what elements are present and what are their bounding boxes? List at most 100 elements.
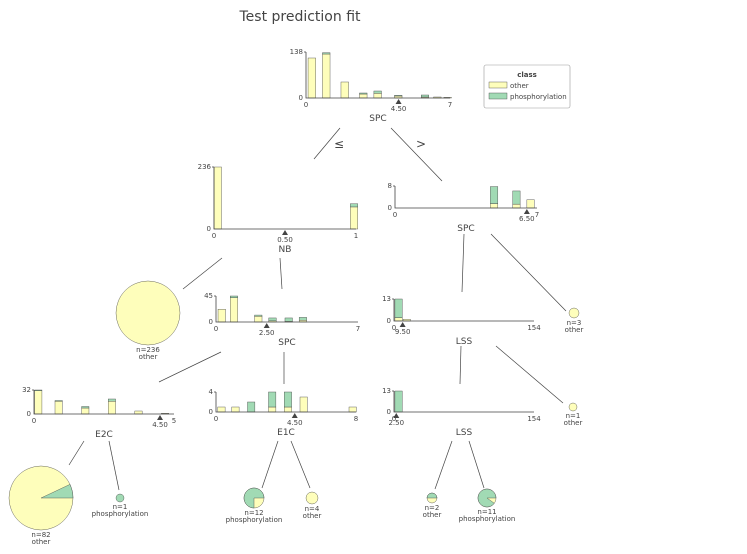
bar-other — [54, 401, 63, 415]
bar-other — [107, 401, 116, 415]
leaf-class-label: phosphorylation — [459, 515, 516, 523]
histogram-bars — [34, 389, 169, 415]
pie-slice-other — [115, 280, 181, 346]
legend: class other phosphorylation — [483, 64, 571, 109]
bar-phosphorylation — [350, 203, 358, 208]
leaf-pie — [8, 465, 74, 531]
feature-label: SPC — [278, 338, 295, 348]
edge-spcr-right — [490, 233, 567, 312]
leaf-pie — [568, 307, 580, 319]
y-tick-label-max: 13 — [382, 387, 391, 395]
leaf-pie — [115, 280, 181, 346]
bar-phosphorylation — [254, 314, 263, 317]
x-tick-label-min: 0 — [214, 415, 218, 423]
legend-label-phosphorylation: phosphorylation — [510, 93, 567, 101]
bar-other — [217, 309, 226, 323]
bar-other — [340, 81, 349, 99]
edge-lss1-right — [495, 345, 564, 404]
x-tick-label-max: 5 — [172, 417, 176, 425]
histogram-bars — [217, 295, 307, 323]
leaf-pie — [115, 493, 125, 503]
leaf-class-label: other — [564, 419, 583, 427]
bar-other — [359, 93, 368, 99]
split-marker — [399, 322, 406, 327]
pie-slice-phosphorylation — [243, 487, 265, 509]
y-tick-label-min: 0 — [27, 410, 31, 418]
bar-other — [526, 199, 535, 209]
y-tick-label-min: 0 — [209, 318, 213, 326]
bar-other — [350, 206, 358, 230]
y-tick-label-min: 0 — [388, 204, 392, 212]
pie-slice-phosphorylation — [477, 488, 497, 508]
edge-nb-left — [182, 257, 223, 290]
leaf-spc-right-gt: n=3 other — [565, 307, 583, 334]
bar-other — [268, 406, 277, 413]
leaf-count-label: n=11 — [477, 508, 496, 516]
leaf-class-label: other — [303, 512, 322, 520]
split-marker — [291, 413, 298, 418]
x-tick-label-min: 0 — [393, 211, 397, 219]
pie-slice-other — [568, 307, 580, 319]
bar-other — [490, 203, 499, 209]
edge-nb-right — [279, 257, 283, 290]
x-tick-label-min: 0 — [212, 232, 216, 240]
pie-slice-other — [305, 491, 319, 505]
x-tick-label-max: 8 — [354, 415, 358, 423]
pie-slice-phosphorylation — [40, 484, 74, 499]
x-tick-label-min: 0 — [32, 417, 36, 425]
edge-e2c-left — [68, 440, 85, 466]
leaf-class-label: phosphorylation — [226, 516, 283, 524]
node-e2c: 0 32 0 5 4.50 E2C — [22, 386, 176, 440]
bar-phosphorylation — [268, 317, 277, 322]
axis-lines — [393, 185, 537, 209]
bar-phosphorylation — [247, 401, 256, 413]
edge-root-right — [390, 127, 443, 182]
histogram-bars — [307, 52, 452, 99]
leaf-e2c-gt: n=1 phosphorylation — [92, 493, 148, 518]
split-value-label: 0.50 — [277, 236, 293, 244]
pie-slice-other — [568, 402, 578, 412]
leaf-pie — [568, 402, 578, 412]
split-marker — [157, 415, 163, 420]
edge-lss2-left — [434, 440, 453, 490]
edge-e1c-left — [261, 440, 279, 489]
x-tick-label-min: 0 — [392, 324, 396, 332]
edge-e2c-right — [108, 440, 120, 491]
bar-phosphorylation — [394, 95, 403, 97]
axis-lines — [214, 391, 356, 413]
bar-phosphorylation — [229, 295, 238, 298]
histogram-bars — [217, 391, 357, 413]
x-tick-label-max: 154 — [527, 324, 541, 332]
axis-lines — [32, 389, 174, 415]
split-marker — [395, 99, 402, 104]
node-nb: 0 236 0 1 0.50 NB — [198, 163, 359, 255]
y-tick-label-max: 13 — [382, 295, 391, 303]
legend-swatch-other — [488, 81, 508, 89]
leaf-class-label: other — [32, 538, 51, 546]
y-tick-label-max: 8 — [388, 182, 392, 190]
edge-lss1-left — [459, 345, 462, 385]
leaf-class-label: other — [139, 353, 158, 361]
axis-lines — [212, 166, 356, 230]
split-value-label: 2.50 — [388, 419, 404, 427]
leaf-count-label: n=12 — [244, 509, 263, 517]
leaf-lss-lower-gt: n=11 phosphorylation — [459, 488, 516, 523]
bar-phosphorylation — [490, 186, 499, 204]
bar-other — [373, 93, 382, 99]
bar-other — [284, 406, 292, 413]
feature-label: LSS — [456, 428, 473, 438]
y-tick-label-max: 32 — [22, 386, 31, 394]
x-tick-label-max: 1 — [354, 232, 358, 240]
bar-phosphorylation — [512, 190, 521, 205]
leaf-pie — [243, 487, 265, 509]
histogram-bars — [394, 298, 411, 322]
histogram-bars — [213, 166, 358, 230]
diagram-title: Test prediction fit — [238, 9, 361, 25]
split-marker — [523, 209, 530, 214]
bar-other — [81, 407, 90, 415]
edge-spcr-left — [461, 233, 465, 293]
split-value-label: 4.50 — [152, 421, 168, 429]
bar-other — [394, 317, 403, 322]
leaf-count-label: n=82 — [31, 531, 50, 539]
x-tick-label-min: 0 — [214, 325, 218, 333]
